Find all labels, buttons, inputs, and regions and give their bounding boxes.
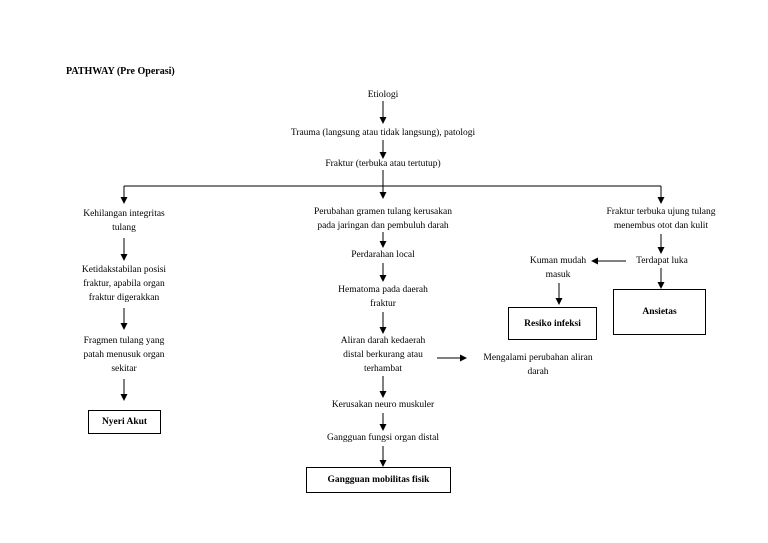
diagnosis-resiko-infeksi: Resiko infeksi [508,307,597,340]
diagnosis-gangguan-mobilitas: Gangguan mobilitas fisik [306,467,451,493]
node-etiologi: Etiologi [367,90,399,100]
node-perdarahan: Perdarahan local [351,250,415,260]
diagnosis-ansietas: Ansietas [613,289,706,335]
diagnosis-nyeri-akut: Nyeri Akut [88,410,161,434]
node-kerusakan: Kerusakan neuro muskuler [331,400,435,410]
node-terdapat-luka: Terdapat luka [636,256,688,266]
page-title: PATHWAY (Pre Operasi) [66,66,175,77]
node-fraktur: Fraktur (terbuka atau tertutup) [325,159,441,169]
node-gangguan-fungsi: Gangguan fungsi organ distal [327,433,439,443]
node-trauma: Trauma (langsung atau tidak langsung), p… [290,128,476,138]
